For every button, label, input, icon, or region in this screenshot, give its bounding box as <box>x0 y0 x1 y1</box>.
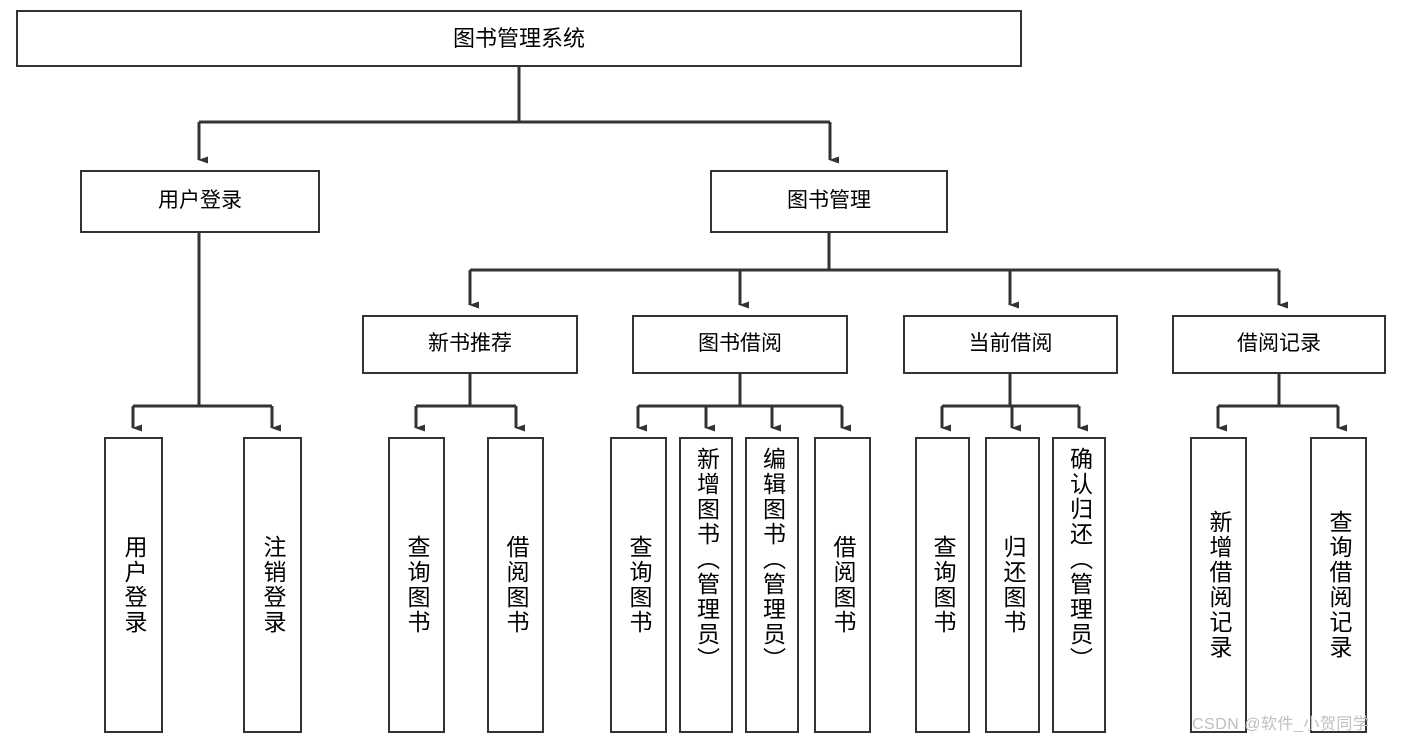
node-leaf-query-book-2[interactable]: 查询图书 <box>610 437 667 733</box>
node-leaf-query-book-1-label: 查询图书 <box>404 535 430 635</box>
node-book-manage[interactable]: 图书管理 <box>710 170 948 233</box>
node-current-borrow-label: 当前借阅 <box>968 332 1053 356</box>
node-book-borrow-label: 图书借阅 <box>698 332 782 356</box>
node-leaf-query-record[interactable]: 查询借阅记录 <box>1310 437 1367 733</box>
node-leaf-return-book[interactable]: 归还图书 <box>985 437 1040 733</box>
node-book-borrow[interactable]: 图书借阅 <box>632 315 848 374</box>
watermark: CSDN @软件_小贺同学 <box>1192 716 1370 733</box>
new-book-rec-connectors <box>414 374 525 432</box>
node-leaf-borrow-book-2-label: 借阅图书 <box>830 535 856 635</box>
node-leaf-add-record-label: 新增借阅记录 <box>1206 510 1232 660</box>
node-leaf-add-book[interactable]: 新增图书（管理员） <box>679 437 733 733</box>
node-leaf-edit-book[interactable]: 编辑图书（管理员） <box>745 437 799 733</box>
node-leaf-logout-label: 注销登录 <box>260 535 286 635</box>
node-leaf-borrow-book-1-label: 借阅图书 <box>503 535 529 635</box>
node-root-label: 图书管理系统 <box>452 25 585 51</box>
node-leaf-user-login[interactable]: 用户登录 <box>104 437 163 733</box>
node-borrow-record[interactable]: 借阅记录 <box>1172 315 1386 374</box>
node-leaf-logout[interactable]: 注销登录 <box>243 437 302 733</box>
borrow-record-connectors <box>1216 374 1347 432</box>
node-new-book-rec[interactable]: 新书推荐 <box>362 315 578 374</box>
user-login-connectors <box>131 233 281 432</box>
node-leaf-edit-book-label: 编辑图书（管理员） <box>759 447 786 672</box>
node-leaf-query-book-1[interactable]: 查询图书 <box>388 437 445 733</box>
node-leaf-add-record[interactable]: 新增借阅记录 <box>1190 437 1247 733</box>
node-leaf-borrow-book-1[interactable]: 借阅图书 <box>487 437 544 733</box>
node-leaf-user-login-label: 用户登录 <box>121 535 147 635</box>
node-current-borrow[interactable]: 当前借阅 <box>903 315 1118 374</box>
node-new-book-rec-label: 新书推荐 <box>428 332 512 356</box>
node-leaf-confirm-return-label: 确认归还（管理员） <box>1066 447 1093 672</box>
node-book-manage-label: 图书管理 <box>787 189 871 213</box>
node-leaf-add-book-label: 新增图书（管理员） <box>693 447 720 672</box>
current-borrow-connectors <box>940 374 1088 432</box>
node-leaf-confirm-return[interactable]: 确认归还（管理员） <box>1052 437 1106 733</box>
node-leaf-query-book-3-label: 查询图书 <box>930 535 956 635</box>
node-root[interactable]: 图书管理系统 <box>16 10 1022 67</box>
node-user-login-label: 用户登录 <box>158 189 242 213</box>
node-user-login[interactable]: 用户登录 <box>80 170 320 233</box>
book-borrow-connectors <box>636 374 851 432</box>
book-manage-connectors <box>468 233 1288 309</box>
root-connectors <box>197 67 839 164</box>
node-leaf-return-book-label: 归还图书 <box>1000 535 1026 635</box>
node-leaf-query-book-2-label: 查询图书 <box>626 535 652 635</box>
node-leaf-query-book-3[interactable]: 查询图书 <box>915 437 970 733</box>
node-borrow-record-label: 借阅记录 <box>1237 332 1321 356</box>
node-leaf-borrow-book-2[interactable]: 借阅图书 <box>814 437 871 733</box>
node-leaf-query-record-label: 查询借阅记录 <box>1326 510 1352 660</box>
